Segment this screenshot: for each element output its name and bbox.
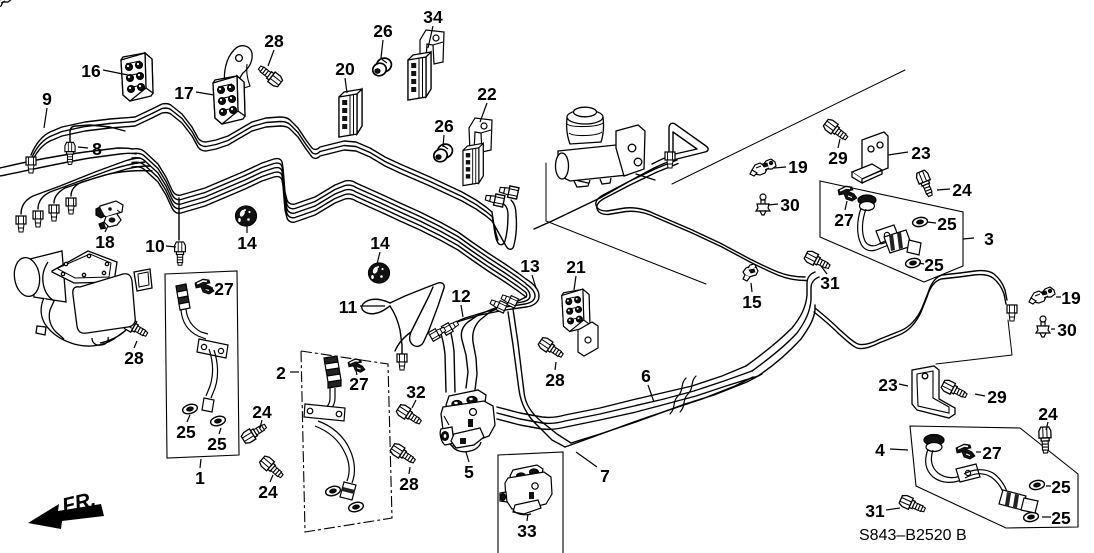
svg-text:10: 10 [145,236,165,256]
svg-text:31: 31 [865,501,885,521]
svg-text:24: 24 [258,482,278,502]
svg-text:8: 8 [92,139,102,159]
svg-text:14: 14 [237,233,257,253]
svg-text:16: 16 [81,61,101,81]
svg-text:21: 21 [566,257,586,277]
svg-text:28: 28 [124,348,144,368]
svg-text:27: 27 [349,374,368,394]
svg-text:29: 29 [828,148,848,168]
svg-text:11: 11 [339,297,358,317]
svg-text:7: 7 [600,466,610,486]
svg-text:25: 25 [207,434,227,454]
svg-text:17: 17 [174,83,193,103]
svg-text:25: 25 [1051,477,1071,497]
svg-text:22: 22 [477,84,497,104]
svg-text:25: 25 [1051,508,1071,528]
svg-text:20: 20 [335,59,355,79]
svg-text:24: 24 [952,180,972,200]
svg-text:2: 2 [276,363,286,383]
svg-text:3: 3 [984,229,994,249]
svg-text:32: 32 [406,382,426,402]
svg-text:34: 34 [423,7,443,27]
svg-text:4: 4 [875,440,885,460]
svg-text:25: 25 [176,422,196,442]
svg-text:14: 14 [370,233,390,253]
svg-text:24: 24 [252,402,272,422]
svg-text:19: 19 [788,157,808,177]
svg-text:30: 30 [780,195,800,215]
svg-text:12: 12 [451,286,471,306]
svg-text:23: 23 [911,143,931,163]
svg-text:S843–B2520 B: S843–B2520 B [859,527,967,544]
svg-text:27: 27 [214,279,233,299]
svg-text:13: 13 [520,256,540,276]
svg-text:1: 1 [195,468,205,488]
svg-text:28: 28 [399,474,419,494]
svg-text:23: 23 [878,375,898,395]
svg-text:33: 33 [517,521,537,541]
svg-text:26: 26 [434,116,454,136]
svg-text:28: 28 [545,370,565,390]
svg-text:9: 9 [42,89,52,109]
svg-text:25: 25 [937,214,957,234]
svg-text:25: 25 [924,255,944,275]
svg-text:31: 31 [820,273,840,293]
svg-text:18: 18 [95,232,115,252]
svg-text:30: 30 [1057,320,1077,340]
svg-text:5: 5 [464,462,474,482]
svg-text:24: 24 [1038,404,1058,424]
svg-text:27: 27 [982,443,1001,463]
svg-text:19: 19 [1061,288,1081,308]
svg-text:26: 26 [373,21,393,41]
svg-text:29: 29 [987,387,1007,407]
svg-text:15: 15 [742,292,762,312]
svg-text:6: 6 [641,366,651,386]
svg-text:27: 27 [834,210,853,230]
svg-text:28: 28 [264,31,284,51]
